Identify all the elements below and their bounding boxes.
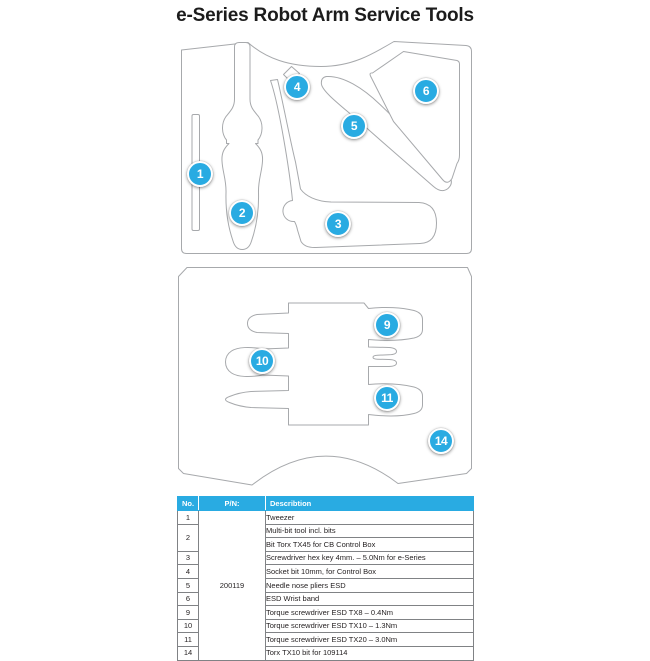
- cell-no: 4: [177, 564, 199, 579]
- parts-table: No. P/N: Describtion 1 200119 Tweezer 2 …: [177, 496, 474, 661]
- cell-description: Bit Torx TX45 for CB Control Box: [265, 537, 474, 552]
- callout-9: 9: [374, 312, 400, 338]
- table-header-row: No. P/N: Describtion: [177, 496, 474, 511]
- cell-no: 3: [177, 550, 199, 566]
- cell-no: 9: [177, 605, 199, 620]
- cell-description: Torque screwdriver ESD TX8 – 0.4Nm: [265, 605, 474, 620]
- cell-description: Multi-bit tool incl. bits: [265, 523, 474, 539]
- cell-no: 1: [177, 510, 199, 525]
- table-row: 1 200119 Tweezer: [177, 510, 474, 661]
- table-row: 9 Torque screwdriver ESD TX8 – 0.4Nm: [177, 605, 474, 620]
- header-no: No.: [177, 496, 199, 511]
- callout-1: 1: [187, 161, 213, 187]
- cell-description: ESD Wrist band: [265, 591, 474, 607]
- cell-no: 2: [177, 523, 199, 552]
- callout-6: 6: [413, 78, 439, 104]
- callout-5: 5: [341, 113, 367, 139]
- cell-description: Tweezer: [265, 510, 474, 525]
- cell-no: 14: [177, 645, 199, 661]
- cell-no: 6: [177, 591, 199, 607]
- tool-cutout-multibit-tool: [221, 42, 264, 250]
- callout-14: 14: [428, 428, 454, 454]
- cell-description: Torque screwdriver ESD TX10 – 1.3Nm: [265, 618, 474, 634]
- cell-description: Torque screwdriver ESD TX20 – 3.0Nm: [265, 632, 474, 647]
- table-row: 6 ESD Wrist band: [177, 591, 474, 607]
- page-title: e-Series Robot Arm Service Tools: [176, 5, 474, 26]
- callout-2: 2: [229, 200, 255, 226]
- cell-description: Socket bit 10mm, for Control Box: [265, 564, 474, 579]
- cell-description: Torx TX10 bit for 109114: [265, 645, 474, 661]
- cell-pn-merged: 200119: [198, 510, 266, 661]
- header-description: Describtion: [265, 496, 474, 511]
- callout-4: 4: [284, 74, 310, 100]
- cell-no: 5: [177, 577, 199, 593]
- cell-no: 10: [177, 618, 199, 634]
- callout-3: 3: [325, 211, 351, 237]
- cell-no: 11: [177, 632, 199, 647]
- tool-cutout-hex-screwdriver: [270, 79, 437, 249]
- cell-description: Needle nose pliers ESD: [265, 577, 474, 593]
- table-row: 2 Multi-bit tool incl. bits: [177, 523, 474, 552]
- header-pn: P/N:: [198, 496, 266, 511]
- table-row: 11 Torque screwdriver ESD TX20 – 3.0Nm: [177, 632, 474, 647]
- callout-10: 10: [249, 348, 275, 374]
- table-row: 4 Socket bit 10mm, for Control Box: [177, 564, 474, 579]
- callout-11: 11: [374, 385, 400, 411]
- cell-description: Screwdriver hex key 4mm. – 5.0Nm for e-S…: [265, 550, 474, 566]
- tool-cutout-torque-screwdrivers: [225, 302, 423, 426]
